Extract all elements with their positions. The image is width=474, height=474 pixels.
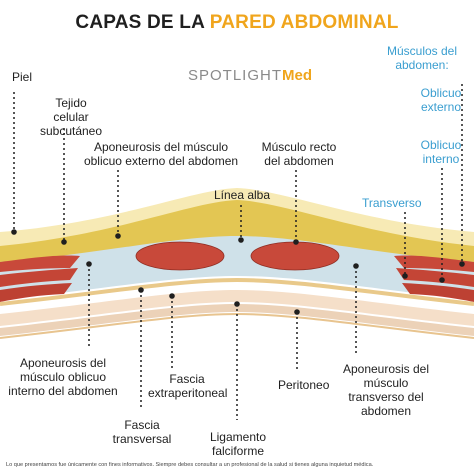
rectus-muscle-right xyxy=(250,241,340,271)
rectus-muscle-left xyxy=(135,241,225,271)
right-internal-oblique xyxy=(396,268,474,287)
legend-oblicuo-externo: Oblicuo externo xyxy=(420,86,462,114)
label-ligamento: Ligamento falciforme xyxy=(209,430,267,458)
legend-oblicuo-interno: Oblicuo interno xyxy=(420,138,462,166)
right-external-oblique xyxy=(394,255,474,272)
label-peritoneo: Peritoneo xyxy=(278,378,330,392)
title-part1: CAPAS DE LA xyxy=(75,12,210,33)
legend-heading: Músculos del abdomen: xyxy=(386,44,458,72)
label-piel: Piel xyxy=(12,70,33,84)
leader-lines xyxy=(13,84,463,420)
left-transverse xyxy=(0,283,72,302)
label-fascia-transversal: Fascia transversal xyxy=(112,418,172,446)
label-tejido: Tejido celular subcutáneo xyxy=(39,96,103,138)
title-part2: PARED ABDOMINAL xyxy=(209,12,399,33)
legend-transverso: Transverso xyxy=(362,196,422,210)
left-external-oblique xyxy=(0,255,80,272)
label-apon-oblicuo-ext: Aponeurosis del músculo oblicuo externo … xyxy=(83,140,239,168)
label-linea-alba: Línea alba xyxy=(213,188,271,202)
aponeurosis-band xyxy=(0,236,474,300)
disclaimer-footer: Lo que presentamos fue únicamente con fi… xyxy=(6,462,374,468)
left-internal-oblique xyxy=(0,268,78,287)
logo-part2: Med xyxy=(282,67,313,84)
label-apon-transverso: Aponeurosis del músculo transverso del a… xyxy=(342,362,430,418)
extraperitoneal-fascia xyxy=(0,290,474,326)
label-musculo-recto: Músculo recto del abdomen xyxy=(261,140,337,168)
label-fascia-extra: Fascia extraperitoneal xyxy=(148,372,228,400)
label-apon-oblicuo-int: Aponeurosis del músculo oblicuo interno … xyxy=(8,356,118,398)
spotlightmed-logo: SPOTLIGHTMed xyxy=(188,67,312,84)
right-transverse xyxy=(402,283,474,302)
logo-part1: SPOTLIGHT xyxy=(188,67,283,84)
transversalis-fascia xyxy=(0,277,474,306)
diagram-title: CAPAS DE LA PARED ABDOMINAL xyxy=(0,12,474,34)
leader-dots xyxy=(11,229,465,315)
